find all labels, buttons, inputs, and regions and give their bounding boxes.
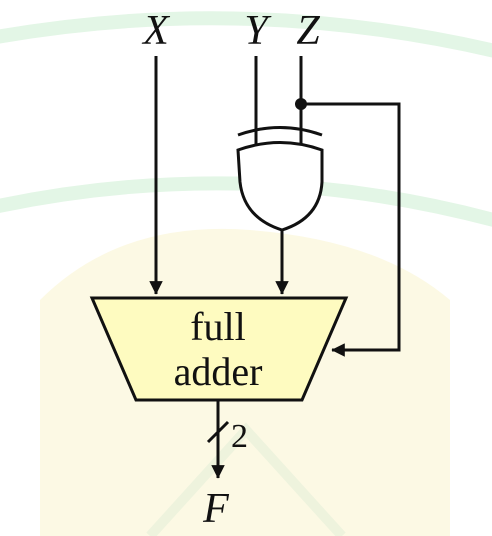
input-label-y: Y [244,8,272,54]
output-label-f: F [202,486,229,532]
full-adder-block [89,296,349,402]
bus-slash [206,420,230,444]
adder-label-line2: adder [174,349,263,394]
input-label-x: X [141,8,171,54]
bus-width-label: 2 [231,418,248,455]
background-watermark [0,11,492,536]
input-label-z: Z [296,8,320,54]
adder-label-line1: full [190,304,246,349]
wire-z-branch [301,102,401,357]
xor-gate [236,126,324,232]
